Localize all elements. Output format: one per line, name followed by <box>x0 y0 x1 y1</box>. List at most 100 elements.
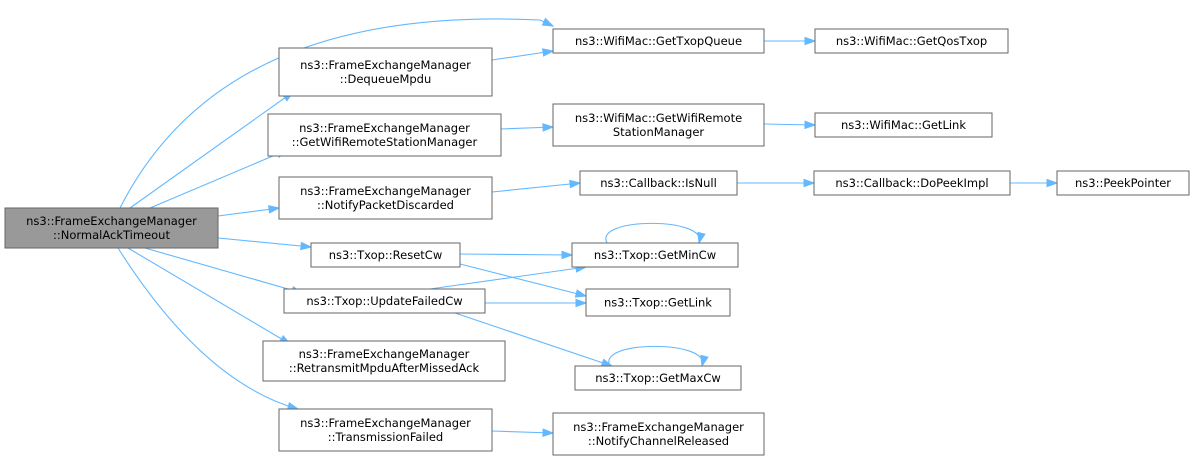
edge-callback_is_null-to-do_peek_impl <box>737 178 816 188</box>
node-label: ns3::Callback::IsNull <box>600 176 717 190</box>
edge-normal_ack_timeout-to-notify_packet_discarded <box>217 205 281 217</box>
node-callback-is-null[interactable]: ns3::Callback::IsNull <box>579 170 738 196</box>
node-label: ns3::Txop::ResetCw <box>329 248 442 262</box>
edge-arrowhead <box>1046 178 1059 188</box>
node-get-wifi-remote-station-manager-mac[interactable]: ns3::WifiMac::GetWifiRemoteStationManage… <box>552 103 765 147</box>
edge-line <box>117 247 299 410</box>
node-get-min-cw[interactable]: ns3::Txop::GetMinCw <box>571 242 739 268</box>
edge-line <box>491 182 581 193</box>
node-box <box>552 28 765 54</box>
node-label: ns3::FrameExchangeManager <box>573 420 744 434</box>
node-label: ns3::Txop::GetMaxCw <box>595 371 721 385</box>
edge-arrowhead <box>561 250 574 260</box>
node-label: ns3::Txop::GetMinCw <box>594 248 716 262</box>
edge-arrowhead <box>697 231 706 245</box>
node-label: ns3::Callback::DoPeekImpl <box>835 176 988 190</box>
edge-arrowhead <box>803 178 816 188</box>
node-label: ns3::FrameExchangeManager <box>300 184 471 198</box>
node-box <box>579 170 738 196</box>
edge-reset_cw-to-get_min_cw <box>459 250 574 260</box>
node-box <box>262 340 506 382</box>
edge-arrowhead <box>804 120 817 130</box>
node-label: ::GetWifiRemoteStationManager <box>292 135 478 149</box>
node-label: ns3::WifiMac::GetTxopQueue <box>575 34 742 48</box>
node-label: ::NormalAckTimeout <box>53 228 170 242</box>
node-box <box>283 288 486 314</box>
node-label: ns3::WifiMac::GetQosTxop <box>836 34 987 48</box>
node-retransmit-mpdu[interactable]: ns3::FrameExchangeManager::RetransmitMpd… <box>262 340 506 382</box>
node-box <box>278 176 493 220</box>
edge-arrowhead <box>569 179 582 189</box>
node-notify-packet-discarded[interactable]: ns3::FrameExchangeManager::NotifyPacketD… <box>278 176 493 220</box>
edge-get_wifi_remote_station_manager_fem-to-get_wifi_remote_station_manager_mac <box>500 123 555 132</box>
node-label: ::DequeueMpdu <box>340 72 432 86</box>
node-update-failed-cw[interactable]: ns3::Txop::UpdateFailedCw <box>283 288 486 314</box>
node-box <box>4 207 219 249</box>
edge-transmission_failed-to-notify_channel_released <box>491 428 555 437</box>
edge-arrowhead <box>700 354 709 368</box>
edge-get_wifi_remote_station_manager_mac-to-mac_get_link <box>763 120 817 130</box>
edge-arrowhead <box>541 17 555 27</box>
edge-update_failed_cw-to-get_min_cw <box>429 264 588 290</box>
node-label: ::TransmissionFailed <box>328 430 443 444</box>
edge-arrowhead <box>542 123 555 132</box>
edge-line <box>217 237 312 248</box>
node-label: ::NotifyPacketDiscarded <box>317 198 454 212</box>
node-box <box>1056 170 1190 196</box>
edge-update_failed_cw-to-txop_get_link <box>485 298 588 308</box>
node-label: ns3::PeekPointer <box>1075 176 1171 190</box>
node-box <box>267 113 502 157</box>
edge-line <box>127 247 291 345</box>
node-label: ns3::FrameExchangeManager <box>300 416 471 430</box>
edge-line <box>459 253 573 256</box>
node-reset-cw[interactable]: ns3::Txop::ResetCw <box>310 242 461 268</box>
edge-line <box>149 149 288 209</box>
edge-normal_ack_timeout-to-transmission_failed <box>117 247 300 411</box>
node-box <box>552 103 765 147</box>
node-label: ::RetransmitMpduAfterMissedAck <box>289 361 480 375</box>
edge-normal_ack_timeout-to-update_failed_cw <box>144 247 304 295</box>
node-box <box>574 365 742 391</box>
edge-arrowhead <box>268 205 281 214</box>
node-get-txop-queue[interactable]: ns3::WifiMac::GetTxopQueue <box>552 28 765 54</box>
edge-line <box>454 312 613 367</box>
node-mac-get-link[interactable]: ns3::WifiMac::GetLink <box>814 112 993 138</box>
node-box <box>814 112 993 138</box>
edge-get_min_cw-to-get_min_cw <box>605 222 706 245</box>
node-get-max-cw[interactable]: ns3::Txop::GetMaxCw <box>574 365 742 391</box>
node-label: ns3::FrameExchangeManager <box>299 347 470 361</box>
node-dequeue-mpdu[interactable]: ns3::FrameExchangeManager::DequeueMpdu <box>278 47 493 97</box>
edge-line <box>429 266 587 290</box>
edge-get_txop_queue-to-get_qos_txop <box>764 36 817 46</box>
edge-arrowhead <box>575 298 588 308</box>
node-get-wifi-remote-station-manager-fem[interactable]: ns3::FrameExchangeManager::GetWifiRemote… <box>267 113 502 157</box>
node-box <box>310 242 461 268</box>
edge-get_max_cw-to-get_max_cw <box>608 345 709 368</box>
edge-notify_packet_discarded-to-callback_is_null <box>491 179 582 193</box>
node-box <box>813 170 1011 196</box>
node-label: ns3::FrameExchangeManager <box>300 58 471 72</box>
node-notify-channel-released[interactable]: ns3::FrameExchangeManager::NotifyChannel… <box>552 412 765 456</box>
node-box <box>814 28 1009 54</box>
node-label: ns3::FrameExchangeManager <box>26 214 197 228</box>
node-box <box>552 412 765 456</box>
node-label: ns3::Txop::GetLink <box>604 296 712 310</box>
node-normal-ack-timeout[interactable]: ns3::FrameExchangeManager::NormalAckTime… <box>4 207 219 249</box>
edge-normal_ack_timeout-to-retransmit_mpdu <box>127 247 292 345</box>
node-do-peek-impl[interactable]: ns3::Callback::DoPeekImpl <box>813 170 1011 196</box>
node-box <box>585 288 731 317</box>
edge-arrowhead <box>574 289 588 298</box>
node-label: ns3::FrameExchangeManager <box>299 121 470 135</box>
node-txop-get-link[interactable]: ns3::Txop::GetLink <box>585 288 731 317</box>
node-label: ns3::Txop::UpdateFailedCw <box>306 294 462 308</box>
edge-arrowhead <box>542 428 555 437</box>
node-box <box>571 242 739 268</box>
edge-arrowhead <box>300 241 313 251</box>
edge-do_peek_impl-to-peek_pointer <box>1010 178 1059 188</box>
node-transmission-failed[interactable]: ns3::FrameExchangeManager::TransmissionF… <box>278 408 493 452</box>
node-get-qos-txop[interactable]: ns3::WifiMac::GetQosTxop <box>814 28 1009 54</box>
node-label: ::NotifyChannelReleased <box>588 434 729 448</box>
node-peek-pointer[interactable]: ns3::PeekPointer <box>1056 170 1190 196</box>
edge-line <box>605 222 700 244</box>
